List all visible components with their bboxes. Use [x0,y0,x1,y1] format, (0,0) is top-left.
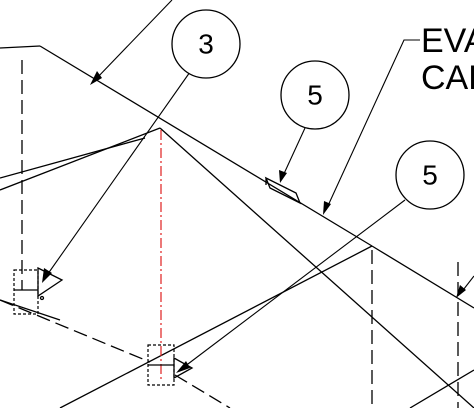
leader-balloon-5-upper [281,127,306,179]
eave-line-lower [0,299,61,321]
bracket-center [147,344,194,386]
leader-balloon-3-arrowhead [42,268,52,283]
clip-upper [264,176,302,205]
balloon-5-right-label: 5 [422,160,438,191]
ridge-line-right [371,245,474,309]
rafter-lower [59,245,373,408]
leader-note-arrowhead [323,201,331,215]
hidden-lines [0,60,459,408]
balloon-3: 3 [171,9,241,79]
leader-balloon-5-right [179,199,406,371]
clip-upper-shape [264,176,302,205]
ridge-line-top-left [0,45,41,49]
rafter-left-upper [0,137,146,179]
rafter-right-lower [409,369,474,408]
hidden-diagonal-lower [0,299,151,363]
balloon-5-right: 5 [395,140,465,210]
leader-note [325,39,420,211]
rafter-center [159,127,474,408]
leader-right-edge-arrowhead [456,285,466,298]
rafter-left-long [0,127,161,191]
leader-top-arrow [94,0,173,81]
note-line-2: CAL [421,59,474,97]
balloon-3-circle [171,9,241,79]
balloon-5-right-circle [395,140,465,210]
leader-balloon-3 [44,71,191,279]
leader-balloon-5-upper-arrowhead [279,170,287,183]
bracket-center-flange [173,356,194,380]
leader-top-arrowhead [90,71,102,85]
roof-outline [0,45,474,408]
note-line-1: EVA [421,22,474,60]
balloon-3-label: 3 [198,29,214,60]
note: EVA CAL [421,22,474,97]
bracket-left-hole [39,295,45,301]
hidden-diagonal-lower-2 [174,374,231,408]
bracket-left-body [13,269,39,315]
leaders [42,0,474,373]
leader-balloon-5-right-arrowhead [176,361,190,373]
balloon-5-upper: 5 [280,60,350,130]
balloon-5-upper-circle [280,60,350,130]
balloon-5-upper-label: 5 [307,80,323,111]
